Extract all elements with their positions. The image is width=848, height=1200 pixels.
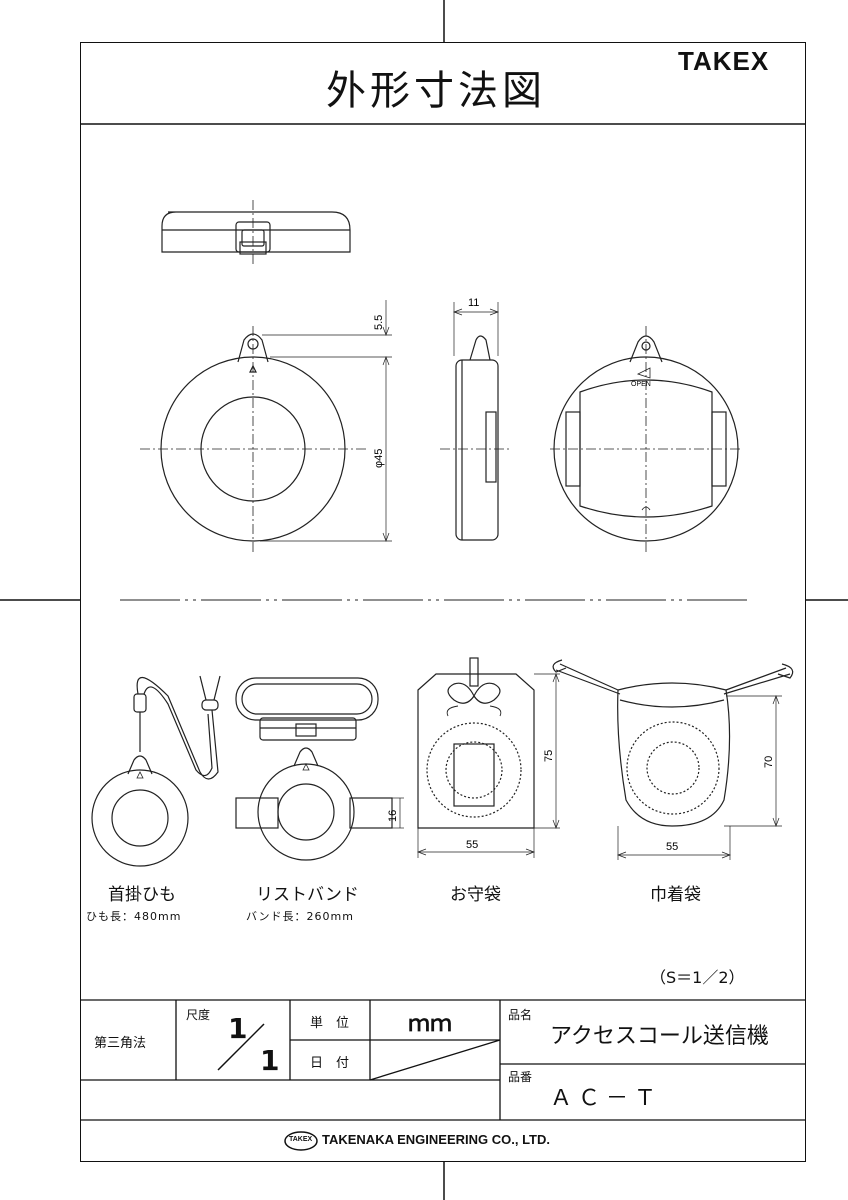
product-name-label: 品名 [508, 1008, 533, 1022]
scale-numerator: 1 [228, 1012, 248, 1045]
wristband-drawing [235, 677, 404, 861]
unit-value: ｍｍ [408, 1012, 453, 1037]
dim-thickness: 11 [468, 297, 479, 309]
dim-top-gap: 5.5 [373, 315, 385, 330]
company-logo-mark [284, 1131, 318, 1151]
product-code-label: 品番 [508, 1070, 533, 1084]
label-wristband: リストバンド [256, 885, 359, 905]
open-marking: OPEN [631, 381, 651, 388]
back-view [550, 326, 742, 552]
note-neck-strap: ひも長：480mm [86, 910, 182, 923]
date-label: 日 付 [310, 1056, 350, 1071]
side-view [440, 302, 512, 541]
company-name: TAKENAKA ENGINEERING CO., LTD. [322, 1132, 550, 1147]
product-name: アクセスコール送信機 [550, 1024, 769, 1049]
scale-denominator: 1 [260, 1044, 280, 1077]
omamori-drawing [417, 657, 560, 858]
company-logo-text: TAKEX [289, 1136, 313, 1143]
neck-strap-drawing [91, 675, 221, 867]
dim-band-width: 16 [387, 810, 399, 822]
drawstring-bag-drawing [552, 659, 794, 860]
top-view [161, 200, 351, 266]
product-code: ＡＣ－Ｔ [550, 1086, 663, 1111]
dim-omamori-width: 55 [466, 839, 478, 851]
dim-omamori-height: 75 [543, 750, 555, 762]
label-drawstring-bag: 巾着袋 [650, 885, 701, 905]
dim-diameter: φ45 [373, 449, 385, 468]
brand-logo-text: TAKEX [678, 46, 770, 76]
scale-note: （S＝1／2） [650, 968, 745, 987]
dim-pouch-width: 55 [666, 841, 678, 853]
scale-label: 尺度 [186, 1008, 211, 1022]
page-title: 外形寸法図 [326, 68, 546, 114]
unit-label: 単 位 [310, 1016, 350, 1031]
dim-pouch-height: 70 [763, 756, 775, 768]
drawing-sheet [80, 42, 806, 1162]
label-neck-strap: 首掛ひも [108, 885, 176, 905]
note-wristband: バンド長：260mm [246, 910, 354, 923]
projection-method: 第三角法 [94, 1036, 147, 1051]
front-view [140, 300, 392, 552]
label-omamori: お守袋 [450, 885, 501, 905]
